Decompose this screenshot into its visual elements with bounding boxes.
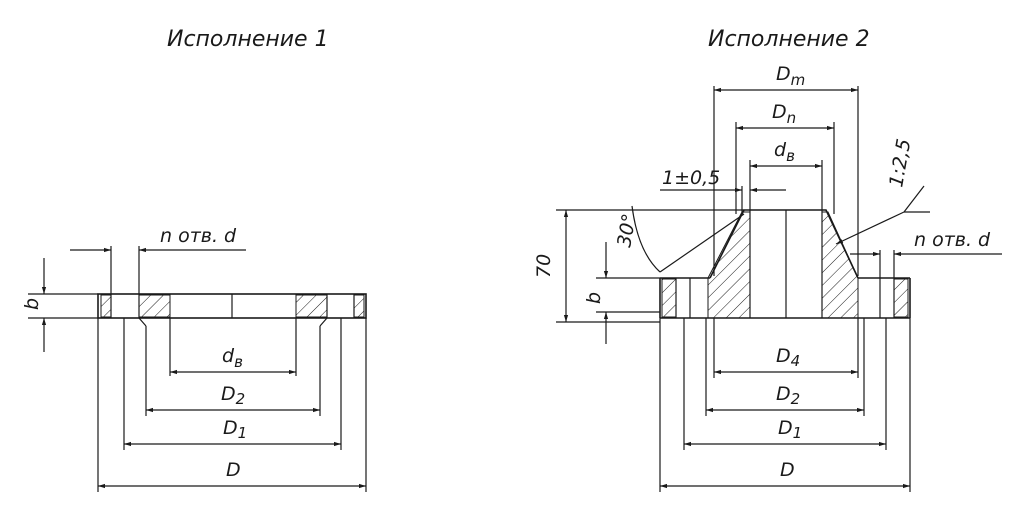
right-hatch-hub-right — [821, 211, 859, 319]
left-D1-sub: 1 — [238, 424, 248, 442]
right-D4-sub: 4 — [791, 352, 801, 370]
right-Dm-sub: m — [791, 71, 806, 89]
right-hatch-outer-left — [661, 278, 677, 318]
left-D2-main: D — [221, 383, 236, 405]
right-Dn-main: D — [772, 101, 787, 123]
left-holes-label: n отв. d — [160, 225, 237, 247]
left-D-label: D — [226, 459, 241, 481]
right-angle-label: 30° — [613, 212, 641, 249]
right-Dn-sub: n — [787, 109, 797, 127]
right-Dm-label: Dm — [776, 63, 805, 89]
right-D1-label: D1 — [778, 417, 802, 442]
left-chamfer-right — [319, 317, 328, 327]
right-D1-sub: 1 — [793, 424, 803, 442]
left-dv-label: dв — [222, 345, 243, 371]
left-dv-sub: в — [234, 353, 243, 371]
right-D4-label: D4 — [776, 345, 800, 370]
right-angle-leader — [659, 213, 745, 273]
left-title: Исполнение 1 — [167, 27, 329, 52]
right-title: Исполнение 2 — [708, 27, 870, 52]
right-D4-main: D — [776, 345, 791, 367]
right-D-label: D — [780, 459, 795, 481]
right-D2-sub: 2 — [791, 390, 801, 408]
right-flange-view: Dm Dn dв 1±0,5 30° 1:2,5 70 b n отв — [533, 63, 1002, 492]
right-taper-label: 1:2,5 — [885, 137, 915, 189]
right-D1-main: D — [778, 417, 793, 439]
right-Dn-label: Dn — [772, 101, 796, 127]
right-angle-arc — [631, 205, 661, 273]
left-hatch-inner-left — [138, 294, 171, 318]
left-D2-label: D2 — [221, 383, 245, 408]
left-hatch-inner-right — [295, 294, 328, 318]
right-hatch-outer-right — [893, 278, 909, 318]
right-Dm-main: D — [776, 63, 791, 85]
left-hatch-outer-left — [100, 294, 112, 318]
right-70-label: 70 — [533, 254, 555, 278]
right-tol-label: 1±0,5 — [662, 167, 720, 189]
left-hatch-outer-right — [353, 294, 365, 318]
left-D1-main: D — [223, 417, 238, 439]
left-dv-main: d — [222, 345, 235, 367]
left-chamfer-left — [138, 317, 147, 327]
right-taper-leader — [835, 211, 905, 245]
right-b-label: b — [583, 292, 605, 304]
right-dv-label: dв — [774, 139, 795, 165]
left-D2-sub: 2 — [236, 390, 246, 408]
left-b-label: b — [21, 298, 43, 310]
right-taper-symbol — [903, 185, 925, 213]
right-D2-label: D2 — [776, 383, 800, 408]
left-D1-label: D1 — [223, 417, 247, 442]
right-dv-sub: в — [786, 147, 795, 165]
right-dv-main: d — [774, 139, 787, 161]
right-D2-main: D — [776, 383, 791, 405]
right-holes-label: n отв. d — [914, 229, 991, 251]
left-flange-view: b n отв. d dв D2 D1 D — [21, 225, 367, 492]
